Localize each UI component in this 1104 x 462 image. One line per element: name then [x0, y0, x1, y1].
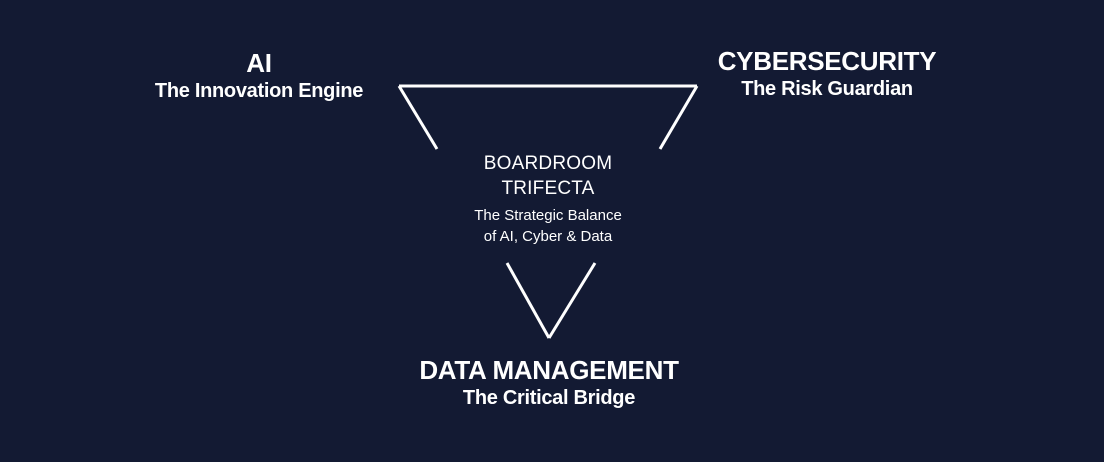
node-cybersecurity-subtitle: The Risk Guardian	[741, 78, 913, 100]
center-subtitle: The Strategic Balance of AI, Cyber & Dat…	[474, 205, 622, 247]
node-data-management: DATA MANAGEMENT The Critical Bridge	[419, 354, 679, 411]
triangle-left-lower-segment	[505, 262, 551, 339]
node-data-management-title: DATA MANAGEMENT	[419, 355, 679, 385]
node-cybersecurity: CYBERSECURITY The Risk Guardian	[718, 45, 937, 102]
center-title-line2: TRIFECTA	[501, 178, 595, 199]
node-ai: AI The Innovation Engine	[155, 47, 363, 104]
center-title-line1: BOARDROOM	[483, 153, 613, 174]
node-ai-title: AI	[246, 48, 272, 78]
triangle-right-lower-segment	[547, 262, 597, 339]
node-cybersecurity-title: CYBERSECURITY	[717, 46, 937, 76]
triangle-left-upper-segment	[397, 85, 439, 150]
center-subtitle-line2: of AI, Cyber & Data	[483, 228, 613, 245]
center-label: BOARDROOM TRIFECTA The Strategic Balance…	[474, 151, 622, 247]
center-subtitle-line1: The Strategic Balance	[474, 207, 622, 224]
triangle-right-upper-segment	[658, 85, 699, 150]
node-ai-subtitle: The Innovation Engine	[154, 80, 364, 102]
node-data-management-subtitle: The Critical Bridge	[462, 387, 636, 409]
